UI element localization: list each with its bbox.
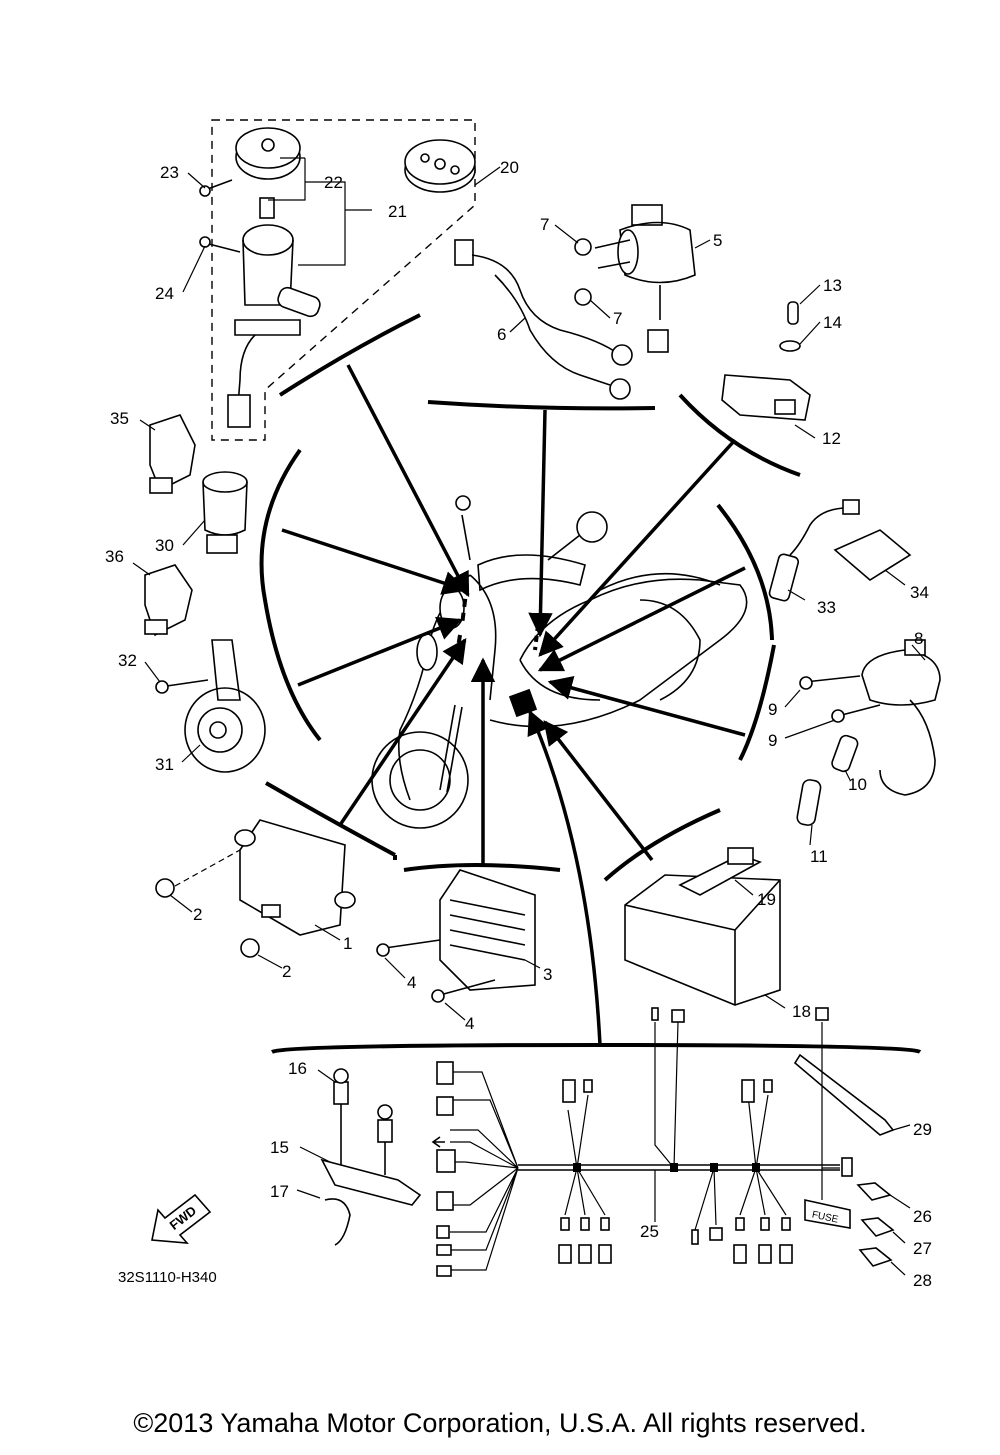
- starter-relay-group: [454, 204, 696, 400]
- callout-6: 6: [497, 325, 506, 344]
- callout-numbers: 23 22 21 20 24 7 5 13 7 14 6 12 35 30 36…: [105, 158, 932, 1290]
- o2-sensor-group: [768, 499, 912, 602]
- callout-30: 30: [155, 536, 174, 555]
- callout-25: 25: [640, 1222, 659, 1241]
- callout-15: 15: [270, 1138, 289, 1157]
- callout-27: 27: [913, 1239, 932, 1258]
- callout-36: 36: [105, 547, 124, 566]
- diagram-code: 32S1110-H340: [118, 1269, 217, 1286]
- callout-21: 21: [388, 202, 407, 221]
- callout-9b: 9: [768, 731, 777, 750]
- callout-19: 19: [757, 890, 776, 909]
- callout-12: 12: [822, 429, 841, 448]
- cdi-rectifier-group: [155, 819, 536, 1003]
- callout-34: 34: [910, 583, 929, 602]
- callout-20: 20: [500, 158, 519, 177]
- main-switch-group: [199, 119, 476, 441]
- callout-18: 18: [792, 1002, 811, 1021]
- callout-14: 14: [823, 313, 842, 332]
- callout-10: 10: [848, 775, 867, 794]
- callout-4b: 4: [465, 1014, 474, 1033]
- callout-17: 17: [270, 1182, 289, 1201]
- callout-8: 8: [914, 629, 923, 648]
- callout-7a: 7: [540, 215, 549, 234]
- callout-13: 13: [823, 276, 842, 295]
- callout-33: 33: [817, 598, 836, 617]
- callout-26: 26: [913, 1207, 932, 1226]
- callout-32: 32: [118, 651, 137, 670]
- callout-11: 11: [810, 847, 828, 866]
- wire-harness-accessories: [320, 1053, 895, 1246]
- callout-2a: 2: [193, 905, 202, 924]
- fuse-label: FUSE: [811, 1209, 840, 1225]
- leader-arrows: [281, 364, 746, 1046]
- callout-29: 29: [913, 1120, 932, 1139]
- callout-2b: 2: [282, 962, 291, 981]
- battery-group: [624, 847, 781, 1006]
- callout-24: 24: [155, 284, 174, 303]
- callout-35: 35: [110, 409, 129, 428]
- callout-1: 1: [343, 934, 352, 953]
- ignition-coil-group: [796, 639, 941, 826]
- callout-7b: 7: [613, 309, 622, 328]
- copyright-notice: ©2013 Yamaha Motor Corporation, U.S.A. A…: [133, 1408, 867, 1438]
- callout-31: 31: [155, 755, 174, 774]
- callout-leaders: [132, 166, 926, 1276]
- callout-4a: 4: [407, 973, 416, 992]
- part-12-group: [721, 301, 811, 421]
- callout-5: 5: [713, 231, 722, 250]
- callout-28: 28: [913, 1271, 932, 1290]
- callout-23: 23: [160, 163, 179, 182]
- callout-3: 3: [543, 965, 552, 984]
- callout-16: 16: [288, 1059, 307, 1078]
- callout-22: 22: [324, 173, 343, 192]
- forward-arrow-icon: FWD: [151, 1193, 212, 1244]
- callout-9a: 9: [768, 700, 777, 719]
- wire-harness: [431, 1007, 895, 1277]
- left-parts-group: [144, 414, 266, 773]
